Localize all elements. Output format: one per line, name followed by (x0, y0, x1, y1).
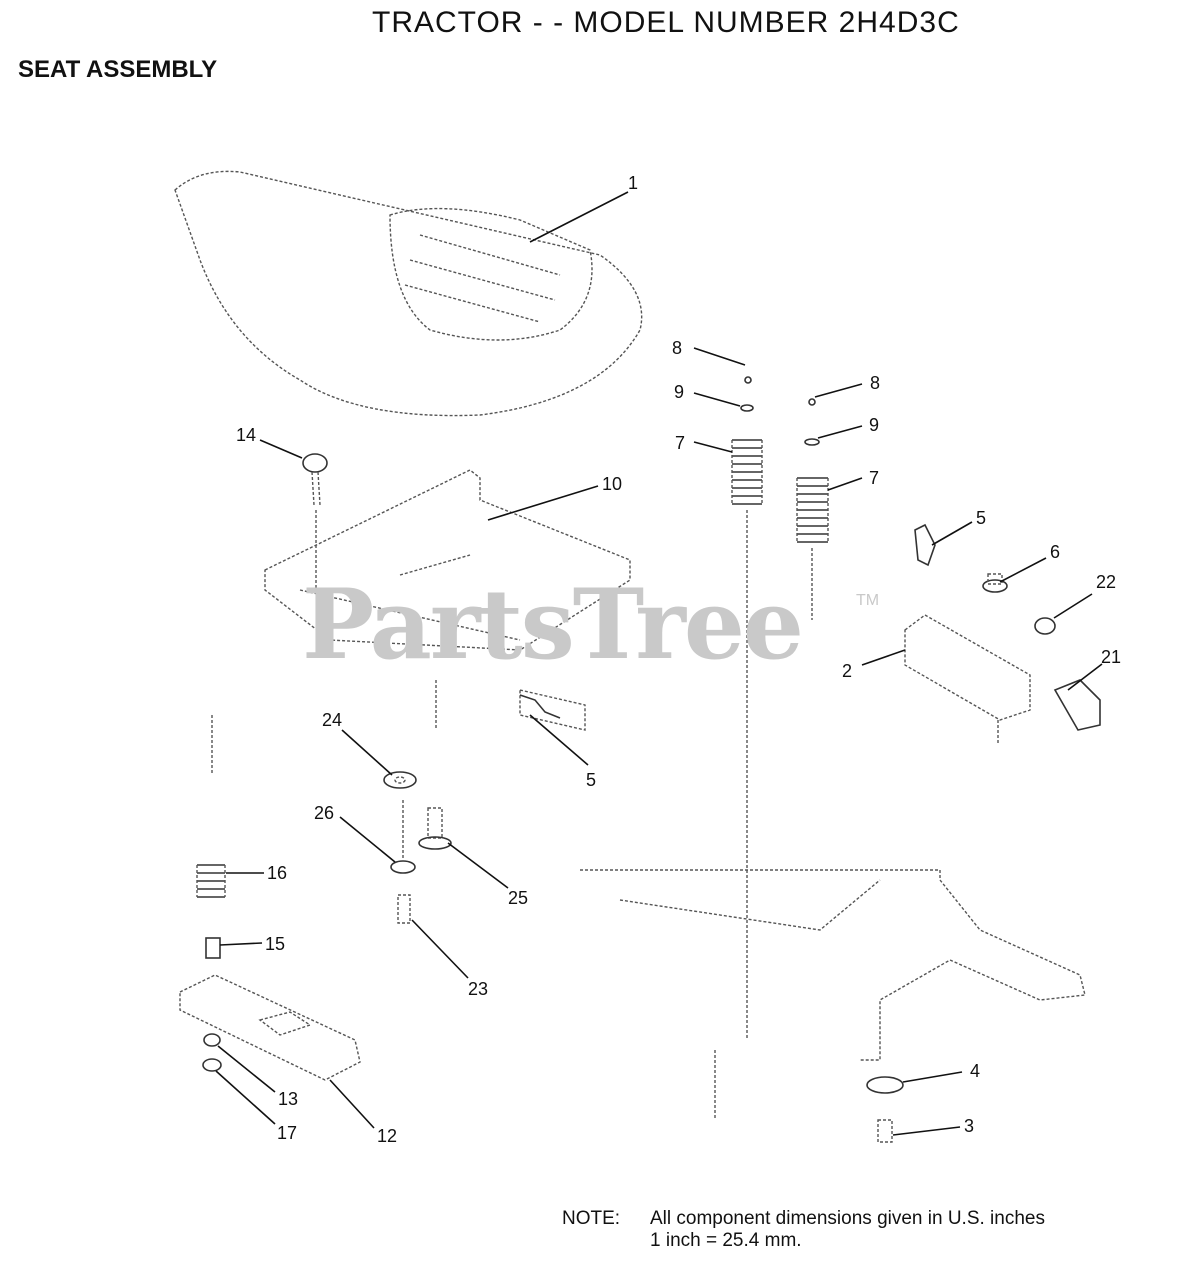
callout-10: 10 (602, 474, 622, 494)
leader-lines (215, 191, 1103, 1136)
callout-22: 22 (1096, 572, 1116, 592)
callout-numbers: 1 2 3 4 5 5 6 7 7 8 8 9 9 10 12 13 14 15… (236, 173, 1121, 1146)
callout-5-left: 5 (586, 770, 596, 790)
callout-25: 25 (508, 888, 528, 908)
note-text: All component dimensions given in U.S. i… (650, 1208, 1045, 1252)
seat-part (174, 170, 643, 417)
trademark-mark: TM (856, 592, 880, 609)
note-label: NOTE: (562, 1208, 621, 1229)
callout-8-right: 8 (870, 373, 880, 393)
center-hardware (383, 680, 452, 924)
callout-15: 15 (265, 934, 285, 954)
callout-5-right: 5 (976, 508, 986, 528)
callout-9-right: 9 (869, 415, 879, 435)
pivot-hardware (196, 864, 226, 1072)
nut-part (1034, 617, 1056, 635)
callout-16: 16 (267, 863, 287, 883)
chassis-frame (580, 869, 1086, 1143)
callout-17: 17 (277, 1123, 297, 1143)
callout-4: 4 (970, 1061, 980, 1081)
spring-stack-right (796, 398, 829, 620)
parts-tree-watermark: PartsTree (302, 568, 804, 681)
callout-26: 26 (314, 803, 334, 823)
callout-1: 1 (628, 173, 638, 193)
note-line-1: All component dimensions given in U.S. i… (650, 1208, 1045, 1229)
knob-part (982, 573, 1008, 593)
callout-7-right: 7 (869, 468, 879, 488)
callout-24: 24 (322, 710, 342, 730)
callout-9-left: 9 (674, 382, 684, 402)
pivot-plate-part (179, 974, 361, 1081)
callout-2: 2 (842, 661, 852, 681)
bolt-part (211, 453, 328, 775)
handle-part (1053, 679, 1101, 731)
callout-14: 14 (236, 425, 256, 445)
clip-part-left (519, 694, 561, 719)
callout-3: 3 (964, 1116, 974, 1136)
spring-stack-left (731, 376, 763, 1040)
callout-23: 23 (468, 979, 488, 999)
callout-12: 12 (377, 1126, 397, 1146)
clip-part-right (914, 523, 936, 567)
callout-7-left: 7 (675, 433, 685, 453)
callout-6: 6 (1050, 542, 1060, 562)
callout-21: 21 (1101, 647, 1121, 667)
page-title: TRACTOR - - MODEL NUMBER 2H4D3C (372, 6, 960, 39)
bracket-part (904, 614, 1031, 721)
callout-13: 13 (278, 1089, 298, 1109)
callout-8-left: 8 (672, 338, 682, 358)
seat-pan-part (264, 469, 631, 731)
note-line-2: 1 inch = 25.4 mm. (650, 1230, 802, 1251)
section-title: SEAT ASSEMBLY (18, 56, 218, 83)
